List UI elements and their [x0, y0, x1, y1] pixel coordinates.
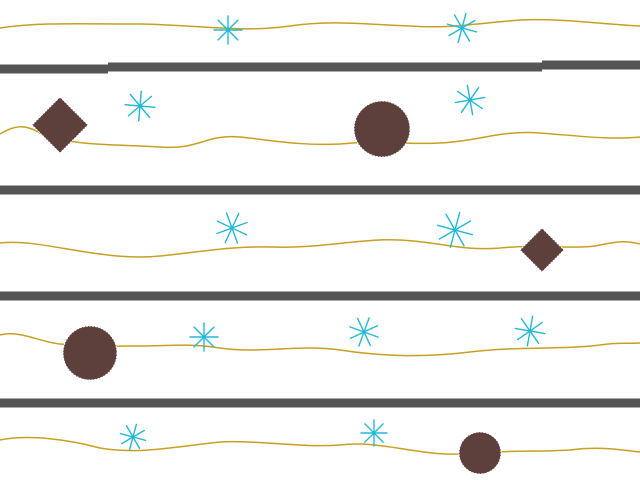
- diamond-obstacle-icon: [519, 227, 565, 273]
- sparkle-icon: [514, 315, 546, 347]
- sparkle-icon: [446, 12, 478, 44]
- sparkle-icon: [349, 317, 379, 347]
- sparkle-icon: [454, 84, 486, 116]
- sparkle-icon: [360, 419, 388, 447]
- sparkle-icon: [216, 212, 248, 244]
- sparkle-icon: [124, 90, 156, 122]
- sparkle-icon: [119, 423, 147, 451]
- barrier-layer: [0, 60, 640, 408]
- wavy-path-5: [0, 436, 640, 455]
- wavy-path-1: [0, 18, 640, 30]
- lane-3: [216, 211, 565, 273]
- sparkle-icon: [213, 15, 243, 45]
- lane-5: [119, 419, 502, 475]
- sparkle-icon: [436, 211, 474, 249]
- wavy-path-3: [0, 239, 640, 258]
- sparkle-icon: [189, 322, 219, 352]
- circle-obstacle-icon: [62, 325, 118, 381]
- circle-obstacle-icon: [458, 431, 502, 475]
- lane-4: [62, 315, 546, 381]
- lane-1: [213, 12, 478, 45]
- circle-obstacle-icon: [353, 100, 411, 158]
- item-layer: [31, 12, 565, 475]
- diamond-obstacle-icon: [31, 96, 89, 154]
- lane-2: [31, 84, 486, 158]
